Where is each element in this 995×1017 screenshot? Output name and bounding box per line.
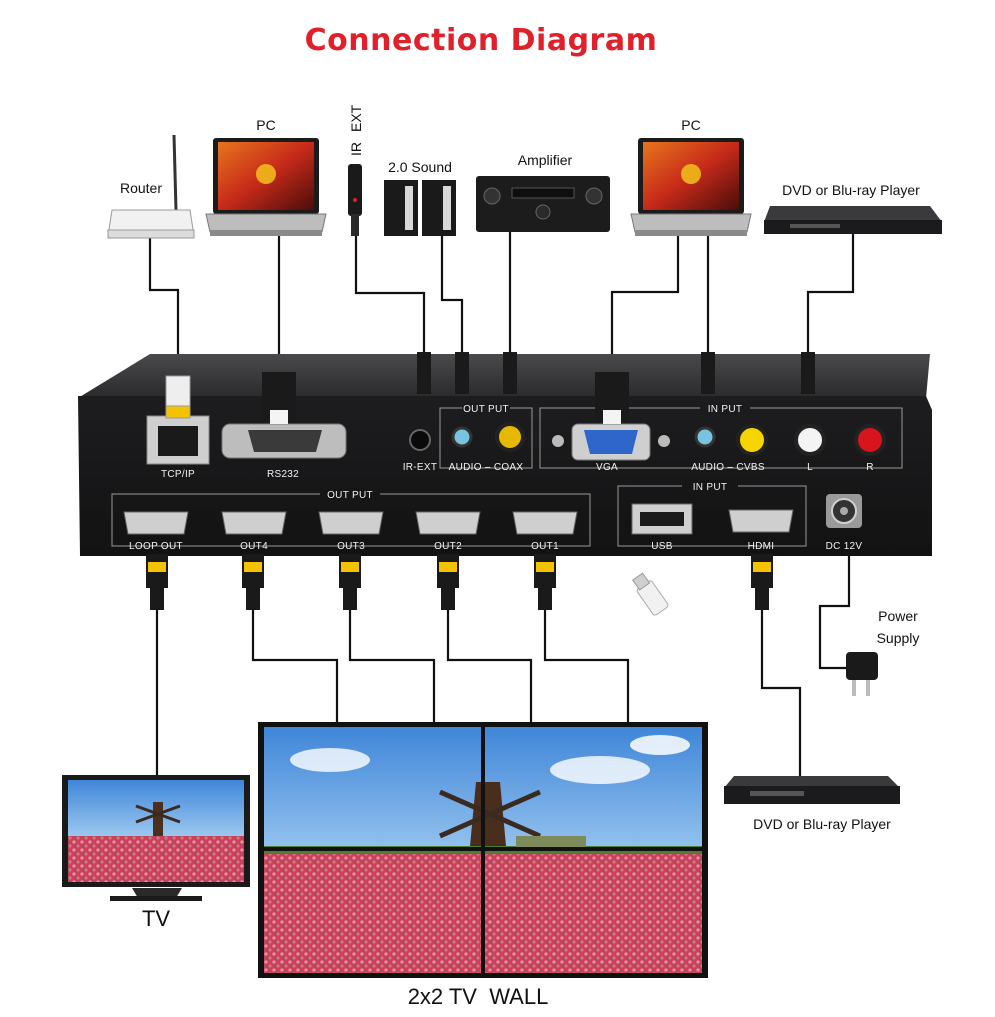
power-label-2: Supply bbox=[877, 630, 920, 646]
audio-l-jack[interactable] bbox=[794, 424, 826, 456]
out-put-top-label: OUT PUT bbox=[463, 404, 509, 415]
coax-out-jack[interactable] bbox=[495, 422, 525, 452]
pc-left-label: PC bbox=[256, 117, 275, 133]
rs232-label: RS232 bbox=[267, 469, 299, 480]
r-label: R bbox=[866, 462, 874, 473]
router: Router bbox=[107, 134, 195, 239]
power-adapter: Power Supply bbox=[846, 608, 919, 696]
usb-label: USB bbox=[651, 541, 672, 552]
audio-in-jack[interactable] bbox=[694, 426, 716, 448]
out1-label: OUT1 bbox=[531, 541, 559, 552]
loop-out-label: LOOP OUT bbox=[129, 541, 183, 552]
out-put-bottom-label: OUT PUT bbox=[327, 490, 373, 501]
out4-label: OUT4 bbox=[240, 541, 268, 552]
power-label-1: Power bbox=[878, 608, 918, 624]
dc-label: DC 12V bbox=[826, 541, 863, 552]
usb-port[interactable] bbox=[631, 503, 693, 535]
hdmi-out2-port[interactable] bbox=[415, 511, 481, 535]
usb-stick bbox=[632, 572, 669, 616]
pc-left: PC bbox=[205, 117, 327, 236]
audio-coax-label: AUDIO – COAX bbox=[449, 462, 524, 473]
amplifier: Amplifier bbox=[476, 152, 610, 232]
hdmi-out4-port[interactable] bbox=[221, 511, 287, 535]
dvd-player-bottom: DVD or Blu-ray Player bbox=[724, 776, 900, 832]
out3-label: OUT3 bbox=[337, 541, 365, 552]
l-label: L bbox=[807, 462, 813, 473]
tv-label: TV bbox=[142, 906, 170, 931]
vga-label: VGA bbox=[596, 462, 618, 473]
tcpip-port[interactable] bbox=[146, 415, 210, 465]
plugs-bottom bbox=[146, 554, 773, 610]
pc-right: PC bbox=[630, 117, 752, 236]
page-title: Connection Diagram bbox=[305, 23, 658, 58]
vga-port[interactable] bbox=[571, 423, 651, 461]
hdmi-in-label: HDMI bbox=[748, 541, 775, 552]
tv-wall-label: 2x2 TV WALL bbox=[408, 984, 549, 1009]
ir-ext-port-label: IR-EXT bbox=[403, 462, 438, 473]
dc-power-jack[interactable] bbox=[826, 494, 862, 528]
amplifier-label: Amplifier bbox=[518, 152, 573, 168]
ir-extender: IR EXT bbox=[348, 104, 364, 236]
speakers: 2.0 Sound bbox=[384, 159, 456, 236]
rs232-port[interactable] bbox=[221, 423, 347, 459]
cables-top bbox=[148, 232, 855, 378]
audio-cvbs-label: AUDIO – CVBS bbox=[691, 462, 765, 473]
pc-right-label: PC bbox=[681, 117, 700, 133]
audio-r-jack[interactable] bbox=[854, 424, 886, 456]
dvd-player-top: DVD or Blu-ray Player bbox=[764, 182, 942, 234]
cvbs-in-jack[interactable] bbox=[736, 424, 768, 456]
out2-label: OUT2 bbox=[434, 541, 462, 552]
dvd-bottom-label: DVD or Blu-ray Player bbox=[753, 816, 891, 832]
ir-ext-jack[interactable] bbox=[409, 429, 431, 451]
ir-label: IR bbox=[348, 142, 364, 156]
in-put-bottom-label: IN PUT bbox=[693, 482, 728, 493]
dvd-top-label: DVD or Blu-ray Player bbox=[782, 182, 920, 198]
hdmi-out1-port[interactable] bbox=[512, 511, 578, 535]
hdmi-loop-out-port[interactable] bbox=[123, 511, 189, 535]
in-put-top-label: IN PUT bbox=[708, 404, 743, 415]
sound-label: 2.0 Sound bbox=[388, 159, 452, 175]
hdmi-out3-port[interactable] bbox=[318, 511, 384, 535]
audio-out-jack[interactable] bbox=[451, 426, 473, 448]
cables-bottom bbox=[155, 548, 851, 776]
tv-wall: 2x2 TV WALL bbox=[258, 722, 708, 1009]
router-label: Router bbox=[120, 180, 162, 196]
plugs-top bbox=[165, 352, 815, 424]
single-tv: TV bbox=[62, 775, 250, 931]
tcpip-label: TCP/IP bbox=[161, 469, 195, 480]
ext-label: EXT bbox=[348, 104, 364, 132]
hdmi-in-port[interactable] bbox=[728, 509, 794, 533]
